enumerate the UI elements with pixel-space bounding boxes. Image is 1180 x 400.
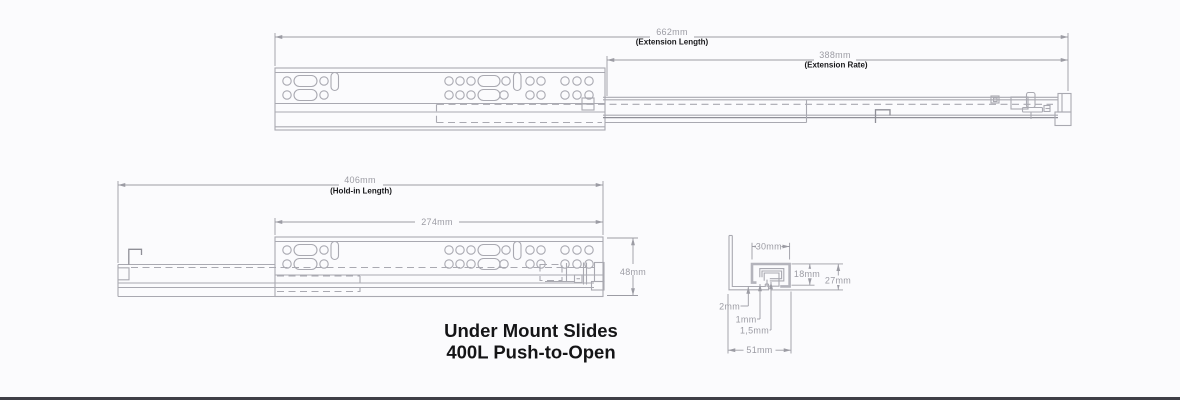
dim-inner-height: 18mm [791,263,843,286]
overall-height-value: 27mm [825,276,851,286]
dim-overall-width: 51mm [727,291,792,355]
end-cap-closed [590,261,605,291]
release-hook-closed [128,248,143,265]
drawer-rail-closed [117,248,605,298]
dim-top-width: 30mm [751,241,791,260]
slide-channel-profile [750,262,791,288]
overall-width-value: 51mm [746,345,772,355]
gap-thickness-value: 2mm [719,302,740,312]
slide-height-value: 48mm [620,267,646,277]
dim-inner-rail-length: 274mm [274,214,603,235]
release-hook [874,109,891,123]
dim-overall-height: 27mm [770,263,852,291]
dim-slide-height: 48mm [607,237,651,296]
cross-section-drawing: 30mm 18mm 27mm 2mm 1mm 1,5mm [719,234,852,355]
cabinet-rail-extended [274,67,606,131]
dim-extension-rate: 388mm (Extension Rate) [606,50,1068,96]
title-line-1: Under Mount Slides [444,320,618,341]
member-thickness-value: 1mm [736,315,757,325]
extension-rate-value: 388mm [819,50,851,60]
closed-view-drawing: 406mm (Hold-in Length) 274mm 48mm [117,175,651,298]
extension-rate-label: (Extension Rate) [804,61,867,70]
inner-height-value: 18mm [794,269,820,279]
bottom-window-edge [0,397,1180,400]
extension-length-label: (Extension Length) [636,38,709,47]
dim-thickness-leaders: 2mm 1mm 1,5mm [719,282,773,336]
latch-closed [539,262,588,285]
cabinet-rail-closed [118,236,604,298]
dim-extension-length: 662mm (Extension Length) [274,27,1069,91]
extended-view-drawing: 662mm (Extension Length) 388mm (Extensio… [274,27,1072,131]
end-cap-extended [1054,92,1072,127]
drawing-title: Under Mount Slides 400L Push-to-Open [444,320,618,363]
dim-hold-in-length: 406mm (Hold-in Length) [117,175,604,263]
mounting-notch [118,267,130,281]
push-to-open-latch [1010,91,1051,119]
drawer-rail-extended [435,91,1072,127]
inner-rail-length-value: 274mm [421,217,453,227]
hold-in-length-label: (Hold-in Length) [330,187,392,196]
top-width-value: 30mm [756,242,782,252]
hold-in-length-value: 406mm [344,175,376,185]
title-line-2: 400L Push-to-Open [446,342,615,363]
inner-thickness-value: 1,5mm [740,326,769,336]
extension-length-value: 662mm [656,27,688,37]
